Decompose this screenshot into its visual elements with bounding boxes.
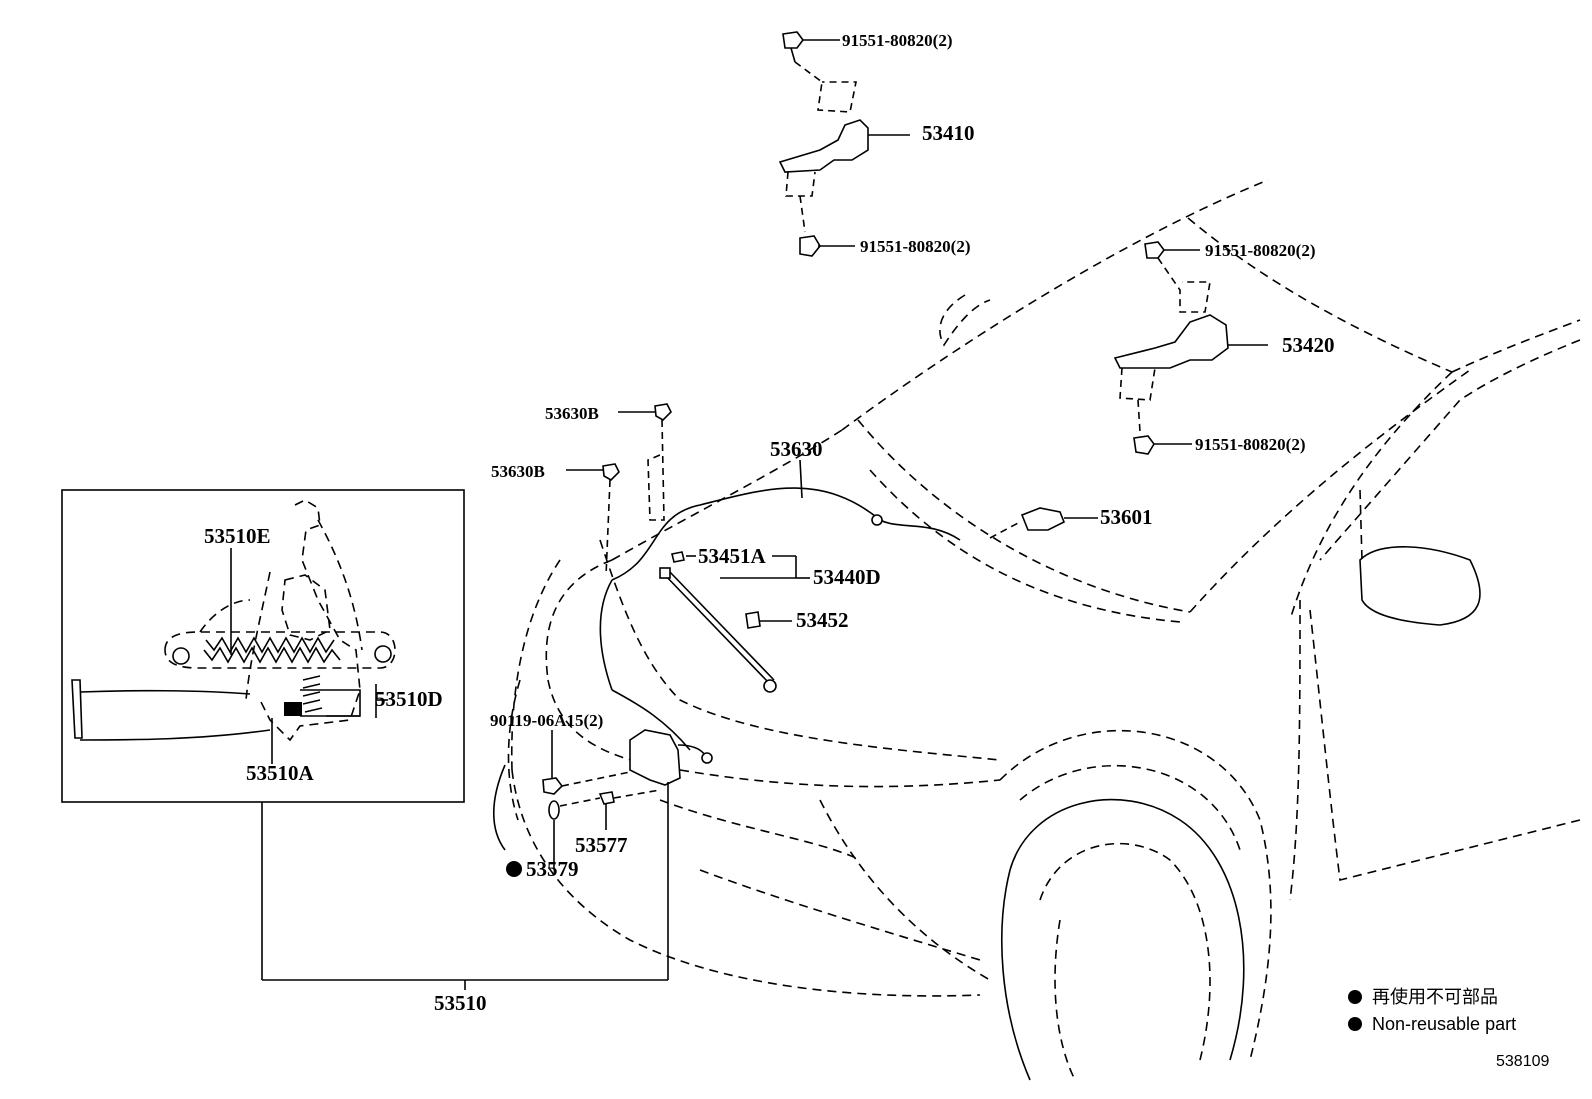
label-spring: 53510E bbox=[204, 524, 271, 548]
label-latch-bolt: 90119-06A15(2) bbox=[490, 711, 603, 730]
legend-bullet-icon bbox=[1348, 990, 1362, 1004]
label-cushion: 53577 bbox=[575, 833, 628, 857]
car-body-outline bbox=[492, 179, 1581, 1081]
lock-detail-inset bbox=[61, 489, 465, 980]
cable-clips bbox=[566, 403, 672, 577]
release-lever bbox=[989, 507, 1098, 539]
label-hinge-r: 53420 bbox=[1282, 333, 1335, 357]
legend-bullet-icon bbox=[1348, 1017, 1362, 1031]
label-clip-b1: 53630B bbox=[545, 404, 599, 423]
label-lock-assy: 53510 bbox=[434, 991, 487, 1015]
hood-hinge-left bbox=[778, 31, 910, 257]
legend: 再使用不可部品 Non-reusable part 538109 bbox=[1348, 987, 1549, 1070]
label-rod-holder: 53452 bbox=[796, 608, 849, 632]
release-cable bbox=[599, 459, 961, 751]
label-bolt-hinge-l-bottom: 91551-80820(2) bbox=[860, 237, 970, 256]
label-bolt-hinge-r-top: 91551-80820(2) bbox=[1205, 241, 1315, 260]
label-release-lever: 53601 bbox=[1100, 505, 1153, 529]
label-release-cable: 53630 bbox=[770, 437, 823, 461]
label-bolt-hinge-l-top: 91551-80820(2) bbox=[842, 31, 952, 50]
label-bolt-hinge-r-bottom: 91551-80820(2) bbox=[1195, 435, 1305, 454]
legend-english: Non-reusable part bbox=[1372, 1014, 1516, 1034]
legend-japanese: 再使用不可部品 bbox=[1372, 987, 1498, 1007]
assy-bracket bbox=[262, 979, 668, 990]
label-clip-b2: 53630B bbox=[491, 462, 545, 481]
hood-lock-assembly bbox=[506, 729, 713, 980]
label-support-sub: 53451A bbox=[698, 544, 767, 568]
label-latch-sub: 53510A bbox=[246, 761, 315, 785]
label-support-rod: 53440D bbox=[813, 565, 881, 589]
label-hinge-l: 53410 bbox=[922, 121, 975, 145]
label-lever-sub: 53510D bbox=[375, 687, 443, 711]
hood-hinge-right bbox=[1113, 241, 1268, 455]
part-labels: 91551-80820(2) 53410 91551-80820(2) 9155… bbox=[204, 31, 1335, 1015]
illustration-code: 538109 bbox=[1496, 1053, 1549, 1070]
hood-support-rod bbox=[659, 551, 810, 693]
label-seal: 53579 bbox=[526, 857, 579, 881]
non-reusable-marker-53579 bbox=[506, 861, 522, 877]
